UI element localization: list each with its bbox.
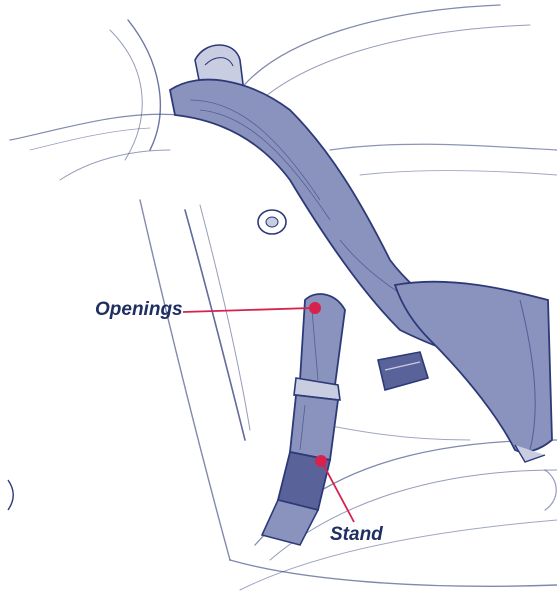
openings-marker-dot [309,302,321,314]
stand-label: Stand [330,525,383,544]
openings-label: Openings [95,300,183,319]
callout-openings [183,302,321,314]
stand-marker-dot [315,455,327,467]
latch-tab [378,352,428,390]
edge-arc-fragment [8,480,13,510]
buckle-strap [262,294,345,545]
frame-bolt [258,210,286,234]
